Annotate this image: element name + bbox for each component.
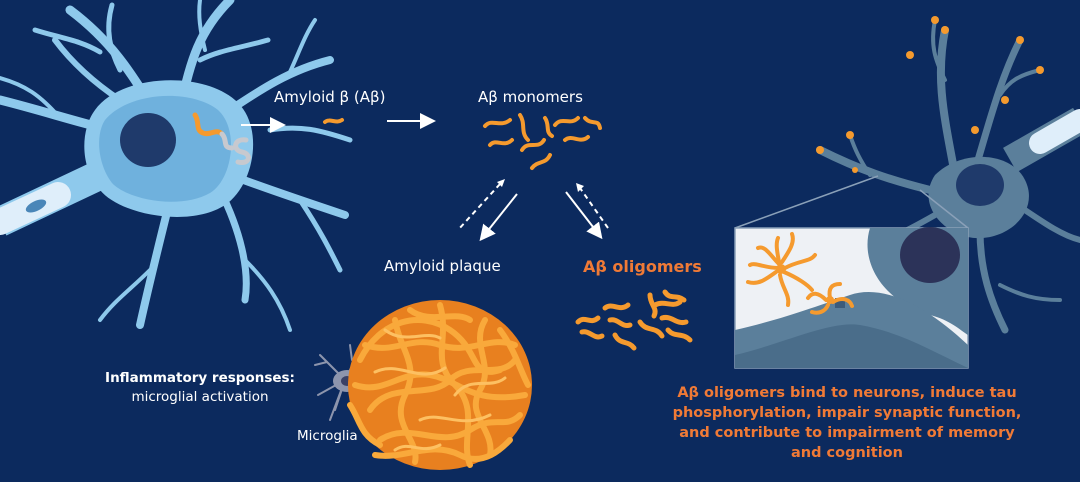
left-nucleus — [120, 113, 176, 167]
oligomer-cluster — [575, 289, 693, 351]
inflammatory-subtitle: microglial activation — [131, 389, 269, 405]
label-amyloid-plaque: Amyloid plaque — [384, 257, 501, 275]
right-nucleus — [956, 164, 1004, 206]
zoom-callout-lines — [734, 175, 969, 229]
inset-panel — [734, 227, 969, 369]
arrows-monomer-to-oligomer — [565, 183, 609, 240]
label-amyloid-beta: Amyloid β (Aβ) — [274, 88, 386, 106]
monomer-cluster — [483, 113, 602, 170]
label-abeta-monomers: Aβ monomers — [478, 88, 583, 106]
inflammatory-title: Inflammatory responses: — [105, 370, 295, 386]
myelin-sheath — [0, 182, 71, 235]
label-abeta-oligomers: Aβ oligomers — [583, 257, 702, 276]
amyloid-plaque — [347, 300, 532, 470]
single-abeta-monomer — [323, 118, 344, 124]
inflammatory-responses-text: Inflammatory responses: microglial activ… — [80, 369, 320, 407]
right-neuron — [816, 16, 1080, 334]
oligomer-effects-caption: Aβ oligomers bind to neurons, induce tau… — [672, 385, 1022, 461]
label-microglia: Microglia — [297, 428, 358, 444]
arrows-monomer-to-plaque — [457, 179, 518, 242]
left-neuron — [0, 0, 353, 332]
